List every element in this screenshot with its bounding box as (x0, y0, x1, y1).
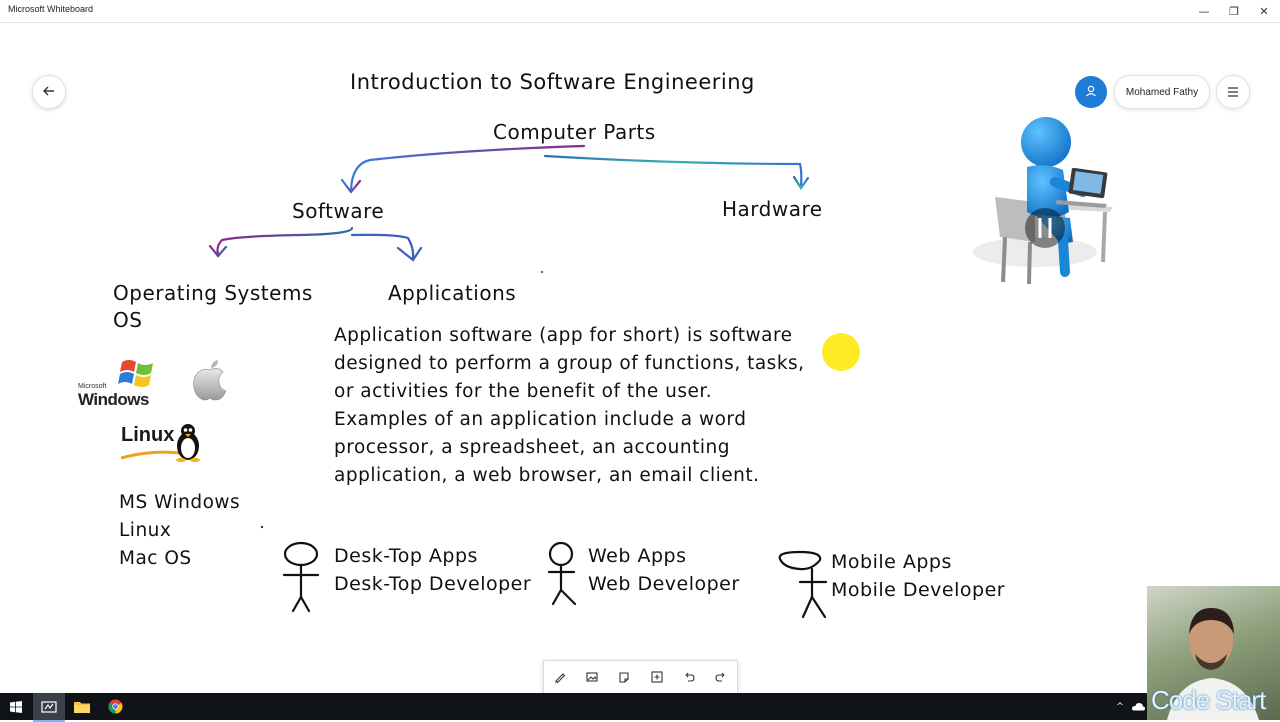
code-start-logo: Code Start (1151, 685, 1266, 715)
ink-dot (260, 525, 264, 529)
redo-icon[interactable] (709, 665, 733, 689)
node-computer-parts: Computer Parts (493, 120, 656, 144)
tux-penguin-icon (176, 424, 200, 462)
pen-icon[interactable] (548, 665, 572, 689)
node-applications: Applications (388, 281, 517, 305)
node-os: OS (113, 308, 143, 332)
windows-logo-text: Windows (78, 390, 149, 409)
role-developer-label: Mobile Developer (831, 579, 1006, 601)
start-icon[interactable] (0, 693, 32, 720)
minimize-button[interactable]: — (1198, 4, 1210, 18)
file-explorer-icon[interactable] (66, 693, 98, 720)
close-button[interactable]: ✕ (1259, 4, 1269, 18)
role-app-label: Mobile Apps (831, 551, 952, 573)
windows-taskbar: ^ (0, 693, 1280, 722)
user-avatar-button[interactable] (1075, 76, 1107, 108)
whiteboard-canvas[interactable]: Mohamed Fathy Introduction to Software E… (0, 22, 1280, 693)
windows-logo-small-text: Microsoft (78, 383, 107, 390)
arrow-root-to-hardware (543, 154, 810, 190)
description-line: application, a web browser, an email cli… (334, 465, 760, 486)
web-developer-figure (547, 541, 577, 606)
back-arrow-icon (42, 83, 56, 102)
add-icon[interactable] (645, 665, 669, 689)
arrow-software-to-applications (350, 233, 423, 262)
connector-strokes (208, 144, 828, 619)
whiteboard-taskbar-icon[interactable] (33, 693, 65, 722)
image-icon[interactable] (580, 665, 604, 689)
linux-logo[interactable]: Linux (119, 420, 207, 464)
apple-logo-icon[interactable] (190, 358, 230, 402)
description-line: Application software (app for short) is … (334, 325, 793, 346)
windows-flag-icon (118, 360, 153, 387)
menu-button[interactable] (1216, 75, 1250, 109)
os-list-item: Mac OS (119, 548, 192, 569)
tray-chevron-icon[interactable]: ^ (1116, 701, 1124, 712)
arrow-software-to-os (208, 226, 354, 258)
chrome-icon[interactable] (99, 693, 131, 720)
description-line: designed to perform a group of functions… (334, 353, 805, 374)
back-button[interactable] (32, 75, 66, 109)
presenter-figure (1167, 608, 1259, 720)
undo-icon[interactable] (677, 665, 701, 689)
laser-pointer-highlight (822, 333, 860, 371)
role-developer-label: Web Developer (588, 573, 740, 595)
user-name-button[interactable]: Mohamed Fathy (1114, 75, 1210, 109)
bottom-toolbar (543, 660, 738, 694)
description-line: Examples of an application include a wor… (334, 409, 747, 430)
node-hardware: Hardware (722, 197, 823, 221)
node-software: Software (292, 199, 385, 223)
mobile-developer-figure (778, 550, 828, 619)
person-icon (1084, 83, 1098, 102)
node-operating-systems: Operating Systems (113, 281, 313, 305)
person-at-laptop-illustration[interactable] (965, 112, 1115, 297)
webcam-overlay: Code Start (1147, 586, 1280, 720)
role-developer-label: Desk-Top Developer (334, 573, 532, 595)
restore-button[interactable]: ❐ (1229, 4, 1239, 18)
arrow-root-to-software (340, 144, 586, 194)
os-list-item: MS Windows (119, 492, 241, 513)
onedrive-icon[interactable] (1126, 693, 1150, 720)
description-line: processor, a spreadsheet, an accounting (334, 437, 730, 458)
window-titlebar: Microsoft Whiteboard — ❐ ✕ (0, 0, 1280, 23)
window-title: Microsoft Whiteboard (8, 4, 94, 14)
board-title: Introduction to Software Engineering (350, 70, 755, 94)
os-list-item: Linux (119, 520, 172, 541)
description-line: or activities for the benefit of the use… (334, 381, 713, 402)
windows-logo[interactable]: Microsoft Windows (76, 356, 162, 409)
linux-logo-text: Linux (121, 424, 175, 446)
note-icon[interactable] (612, 665, 636, 689)
role-app-label: Desk-Top Apps (334, 545, 478, 567)
desktop-developer-figure (282, 541, 320, 613)
ink-dot (541, 271, 543, 273)
hamburger-icon (1226, 83, 1240, 102)
role-app-label: Web Apps (588, 545, 687, 567)
linux-swoosh (121, 450, 180, 460)
